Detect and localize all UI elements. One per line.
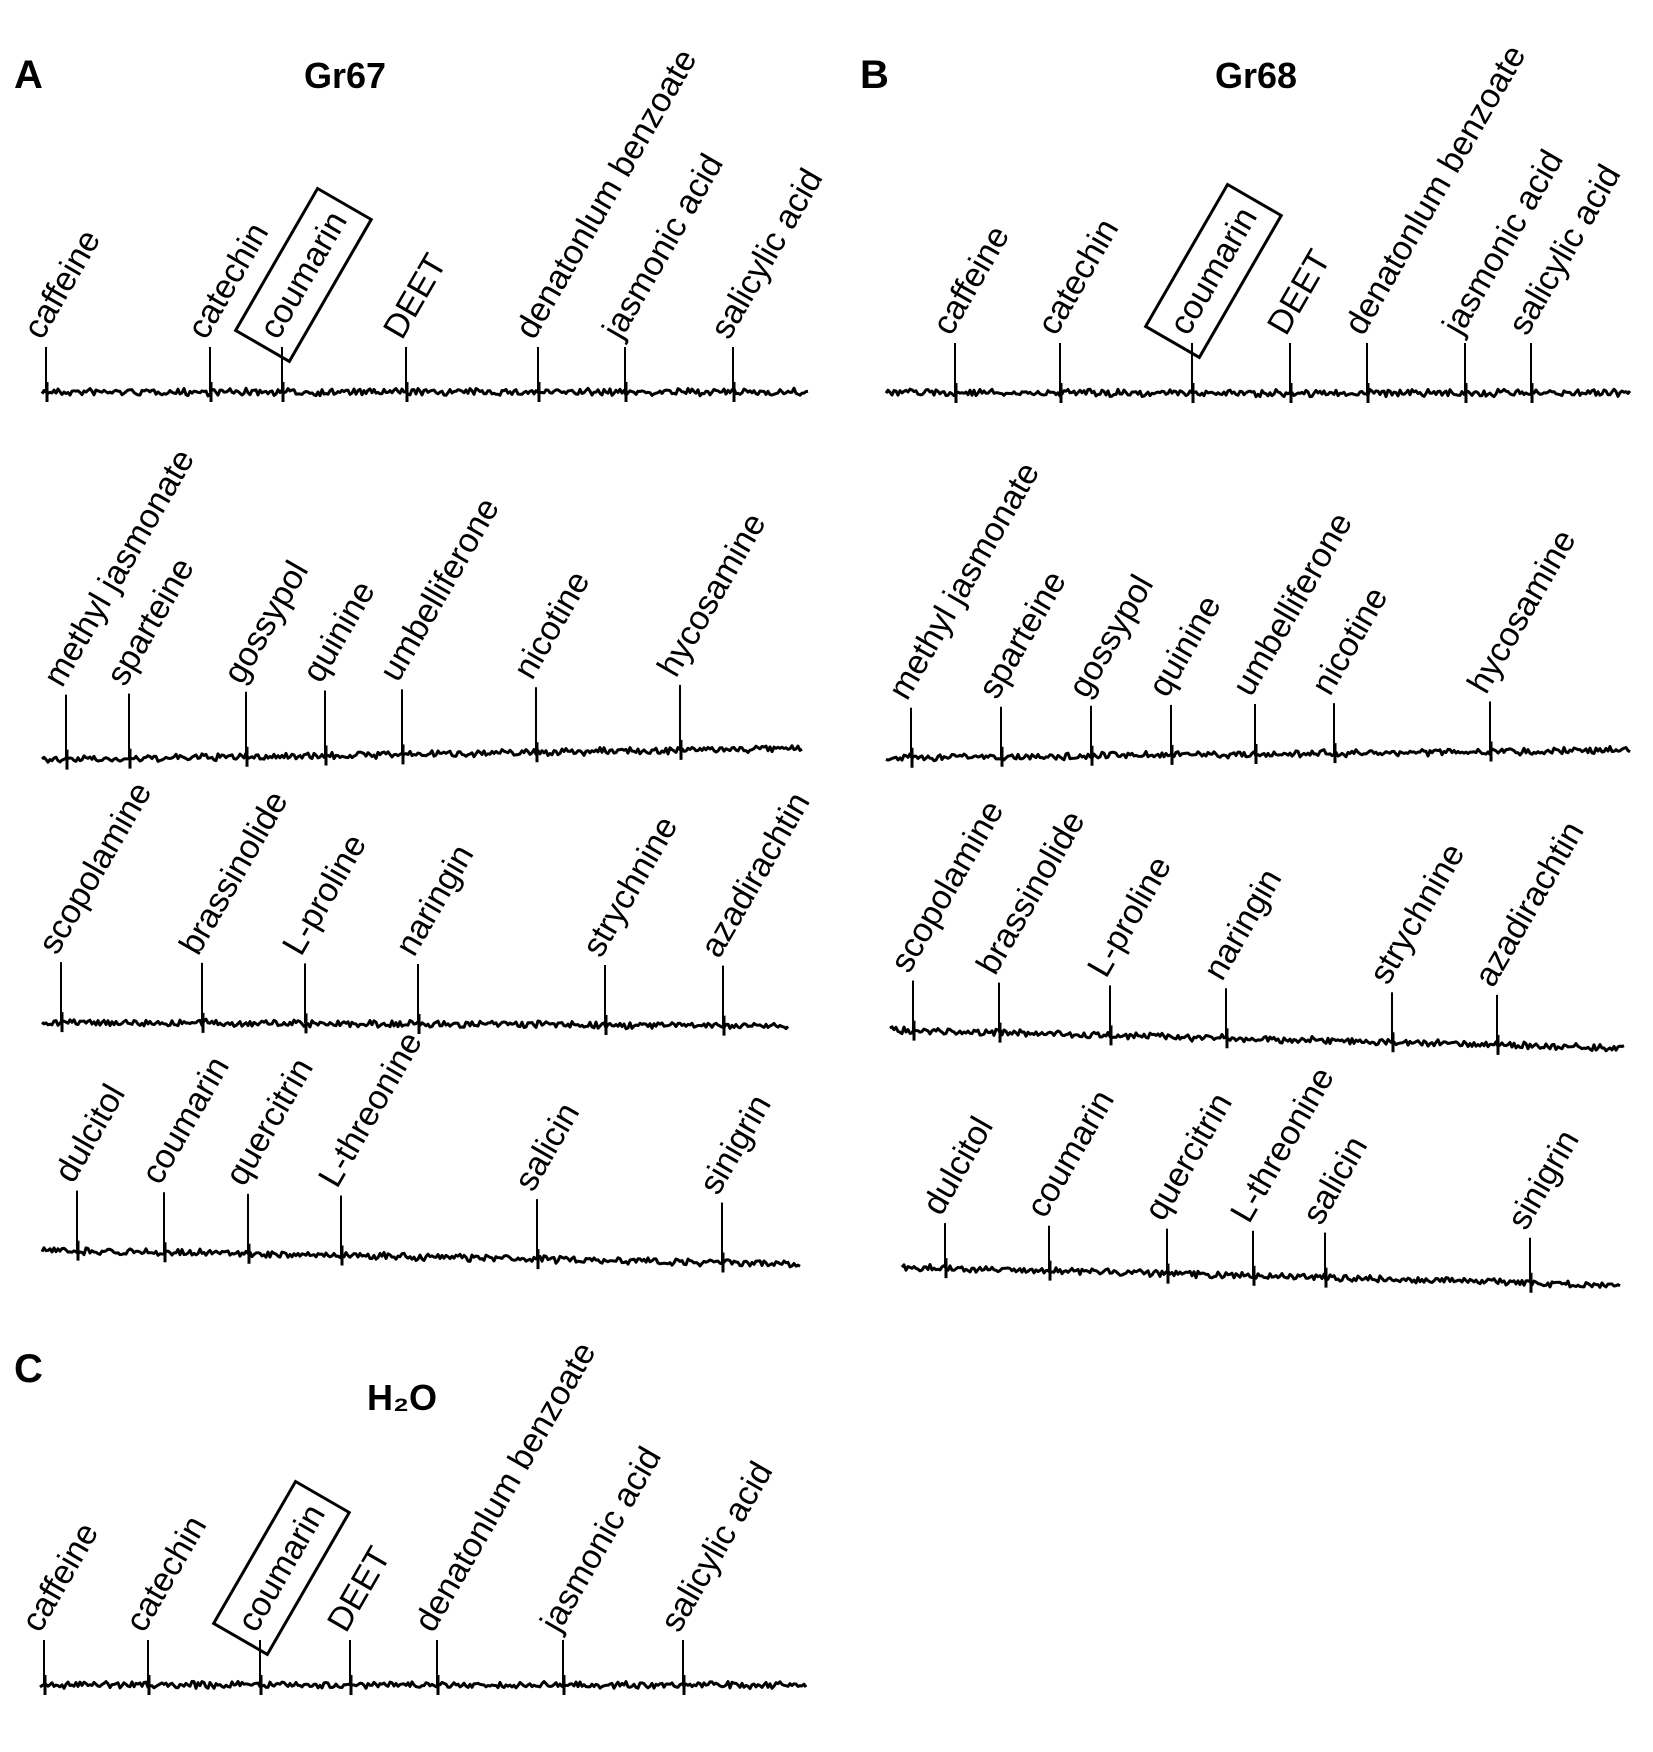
recording-trace: [39, 1675, 808, 1695]
compound-label-nicotine: nicotine: [506, 565, 598, 686]
compound-label-denatonlum-benzoate: denatonlum benzoate: [1337, 39, 1533, 341]
compound-label-dulcitol: dulcitol: [915, 1110, 1001, 1221]
compound-label-caffeine: caffeine: [14, 1516, 106, 1638]
compound-label-azadirachtin: azadirachtin: [1467, 815, 1592, 993]
highlight-box: [233, 186, 374, 364]
compound-label-umbelliferone: umbelliferone: [372, 492, 507, 688]
compound-label-l-proline: L-proline: [275, 828, 374, 962]
recording-trace: [41, 739, 803, 770]
panel-title: H₂O: [367, 1377, 437, 1418]
compound-label-deet: DEET: [320, 1540, 398, 1638]
recording-trace: [41, 1012, 790, 1036]
compound-label-quinine: quinine: [295, 575, 383, 689]
recording-trace: [900, 1258, 1621, 1293]
compound-label-salicin: salicin: [507, 1096, 587, 1197]
panel-title: Gr68: [1215, 55, 1297, 96]
recording-trace: [40, 1240, 801, 1273]
panel-letter: C: [14, 1347, 43, 1391]
compound-label-deet: DEET: [376, 247, 454, 345]
recording-trace: [40, 382, 809, 402]
compound-label-strychnine: strychnine: [1362, 837, 1472, 990]
panel-letter: A: [14, 53, 43, 97]
compound-label-scopolamine: scopolamine: [31, 776, 159, 960]
panel-letter: B: [860, 53, 889, 97]
compound-label-salicylic-acid: salicylic acid: [703, 162, 830, 345]
compound-label-brassinolide: brassinolide: [172, 785, 296, 961]
recording-trace: [884, 383, 1632, 403]
compound-label-azadirachtin: azadirachtin: [693, 786, 818, 964]
recording-trace: [889, 1020, 1625, 1055]
compound-label-strychnine: strychnine: [575, 810, 685, 963]
compound-label-deet: DEET: [1260, 243, 1338, 341]
compound-label-sparteine: sparteine: [971, 565, 1074, 705]
compound-label-jasmonic-acid: jasmonic acid: [533, 1441, 669, 1639]
compound-label-quinine: quinine: [1141, 589, 1229, 703]
panel-title: Gr67: [304, 55, 386, 96]
compound-label-nicotine: nicotine: [1304, 581, 1396, 702]
compound-label-hycosamine: hycosamine: [1460, 523, 1584, 699]
compound-label-hycosamine: hycosamine: [650, 507, 774, 683]
recording-trace: [885, 741, 1631, 768]
compound-label-salicylic-acid: salicylic acid: [653, 1455, 780, 1638]
compound-label-coumarin: coumarin: [1019, 1084, 1122, 1224]
compound-label-l-threonine: L-threonine: [311, 1026, 430, 1194]
compound-label-sinigrin: sinigrin: [1500, 1123, 1587, 1235]
highlight-box: [1143, 182, 1284, 360]
compound-label-catechin: catechin: [118, 1509, 214, 1638]
trace-row: methyl jasmonatesparteinegossypolquinine…: [881, 456, 1631, 768]
compound-label-salicin: salicin: [1295, 1130, 1375, 1231]
compound-label-naringin: naringin: [388, 838, 481, 962]
compound-label-caffeine: caffeine: [16, 223, 108, 345]
compound-label-sinigrin: sinigrin: [692, 1088, 779, 1200]
compound-label-naringin: naringin: [1196, 862, 1289, 986]
compound-label-l-proline: L-proline: [1080, 850, 1179, 984]
compound-label-caffeine: caffeine: [925, 219, 1017, 341]
highlight-box: [211, 1479, 352, 1657]
compound-label-dulcitol: dulcitol: [47, 1078, 133, 1189]
compound-label-catechin: catechin: [1030, 212, 1126, 341]
